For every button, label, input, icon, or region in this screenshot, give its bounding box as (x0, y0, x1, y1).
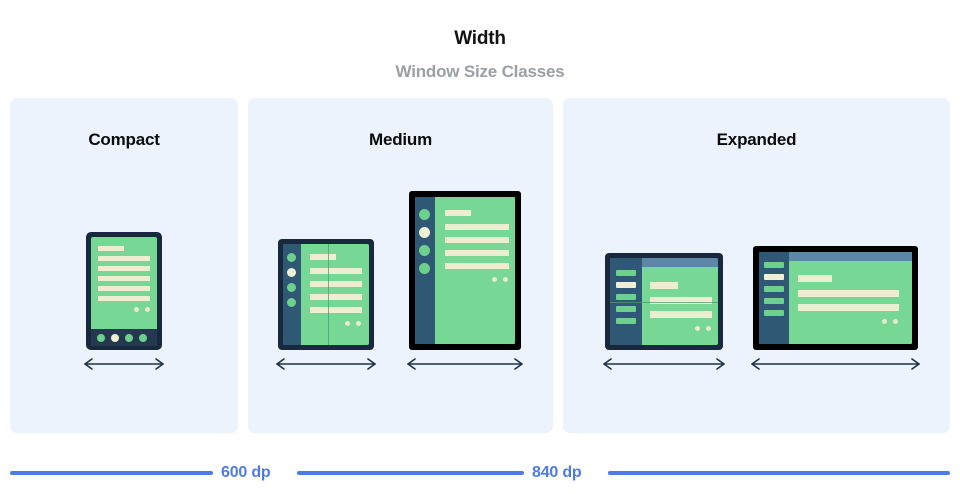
content-line (445, 263, 509, 269)
width-arrow-foldable-landscape (601, 356, 727, 372)
nav-bar-item (764, 286, 784, 292)
header: Width Window Size Classes (0, 0, 960, 80)
tablet-landscape-screen (759, 252, 912, 344)
page-title: Width (454, 28, 506, 49)
width-arrow-phone (82, 356, 166, 372)
width-arrow-tablet-portrait (405, 356, 525, 372)
content-line (798, 290, 899, 297)
content-line-short (98, 246, 124, 251)
nav-bar-item (616, 306, 636, 312)
device-tablet-landscape (753, 246, 918, 350)
content-line (310, 294, 362, 300)
content-line-short (310, 254, 336, 260)
nav-rail (759, 252, 789, 344)
nav-dot (139, 334, 147, 342)
nav-dot (419, 263, 430, 274)
nav-dot (287, 253, 296, 262)
page-subtitle: Window Size Classes (395, 62, 565, 81)
content-line-short (445, 210, 471, 216)
content-line (310, 307, 362, 313)
nav-bar-item-selected (616, 282, 636, 288)
nav-bar-item (616, 270, 636, 276)
content-dot (492, 277, 497, 282)
nav-bar-item (616, 294, 636, 300)
nav-bar-item (764, 262, 784, 268)
width-arrow-foldable (274, 356, 378, 372)
nav-dot (287, 283, 296, 292)
content-line-short (650, 282, 678, 289)
tablet-screen (415, 197, 515, 344)
content-dot (695, 326, 700, 331)
content-dot (345, 321, 350, 326)
fold-crease (328, 244, 329, 345)
app-bar (642, 258, 718, 267)
nav-rail (610, 258, 642, 345)
content-line-short (798, 275, 832, 282)
breakpoint-label-600: 600 dp (221, 464, 271, 481)
nav-dot-selected (111, 334, 119, 342)
panel-title-medium: Medium (368, 130, 433, 149)
nav-bar-item (616, 318, 636, 324)
nav-dot-selected (419, 227, 430, 238)
nav-bar-item (764, 298, 784, 304)
breakpoint-scale: 600 dp 840 dp (0, 462, 960, 484)
width-arrow-tablet-landscape (749, 356, 922, 372)
panel-compact: Compact (10, 98, 238, 433)
content-line (445, 224, 509, 230)
panel-title-compact: Compact (88, 130, 160, 149)
content-line (650, 297, 712, 304)
foldable-screen (283, 244, 369, 345)
content-line (650, 311, 712, 318)
foldable-landscape-screen (610, 258, 718, 345)
content-line (98, 276, 150, 281)
content-line (98, 256, 150, 261)
breakpoint-line-segment (297, 471, 524, 475)
phone-bottom-nav (91, 329, 157, 346)
panel-expanded: Expanded (563, 98, 950, 433)
nav-rail (283, 244, 301, 345)
nav-dot (419, 245, 430, 256)
content-dot (706, 326, 711, 331)
panel-medium: Medium (248, 98, 553, 433)
content-line (310, 281, 362, 287)
nav-rail (415, 197, 435, 344)
content-line (798, 304, 899, 311)
device-foldable-landscape (605, 253, 723, 350)
device-tablet-portrait (409, 191, 521, 350)
nav-bar-item (764, 310, 784, 316)
device-phone-portrait (86, 232, 162, 350)
content-dot (882, 319, 887, 324)
device-foldable-unfolded (278, 239, 374, 350)
content-line (445, 250, 509, 256)
fold-crease (610, 302, 718, 303)
content-dot (145, 307, 150, 312)
nav-dot (419, 209, 430, 220)
content-line (445, 237, 509, 243)
nav-bar-item-selected (764, 274, 784, 280)
content-dot (356, 321, 361, 326)
content-line (98, 286, 150, 291)
phone-screen (91, 237, 157, 346)
content-dot (134, 307, 139, 312)
content-line (98, 296, 150, 301)
breakpoint-line-segment (10, 471, 213, 475)
content-line (98, 266, 150, 271)
content-dot (503, 277, 508, 282)
nav-dot (97, 334, 105, 342)
nav-dot (125, 334, 133, 342)
app-bar (789, 252, 912, 261)
breakpoint-line-segment (608, 471, 950, 475)
nav-dot-selected (287, 268, 296, 277)
nav-dot (287, 298, 296, 307)
breakpoint-label-840: 840 dp (532, 464, 582, 481)
content-line (310, 268, 362, 274)
panel-title-expanded: Expanded (716, 130, 797, 149)
content-dot (893, 319, 898, 324)
